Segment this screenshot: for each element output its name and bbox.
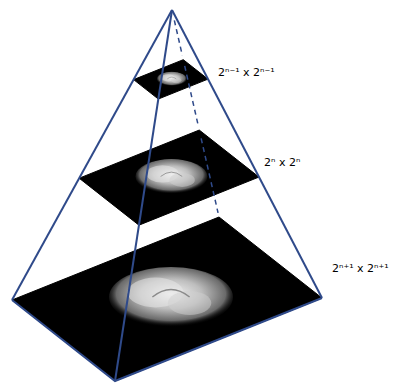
- plane-fill: [79, 130, 259, 225]
- pyramid-base: [12, 298, 322, 381]
- image-plane: [134, 60, 208, 99]
- hidden-edge: [201, 138, 218, 213]
- size-label: 2ⁿ⁺¹ x 2ⁿ⁺¹: [332, 262, 389, 275]
- image-plane: [79, 130, 259, 225]
- pyramid-edge: [12, 10, 172, 300]
- pyramid-edge: [115, 10, 172, 381]
- pyramid-edge: [172, 10, 322, 298]
- plane-fill: [134, 60, 208, 99]
- size-label: 2ⁿ x 2ⁿ: [264, 156, 300, 169]
- hidden-edge: [174, 20, 182, 55]
- image-plane: [12, 217, 322, 381]
- plane-fill: [12, 217, 322, 381]
- hidden-edge: [185, 66, 199, 126]
- size-label: 2ⁿ⁻¹ x 2ⁿ⁻¹: [218, 66, 275, 79]
